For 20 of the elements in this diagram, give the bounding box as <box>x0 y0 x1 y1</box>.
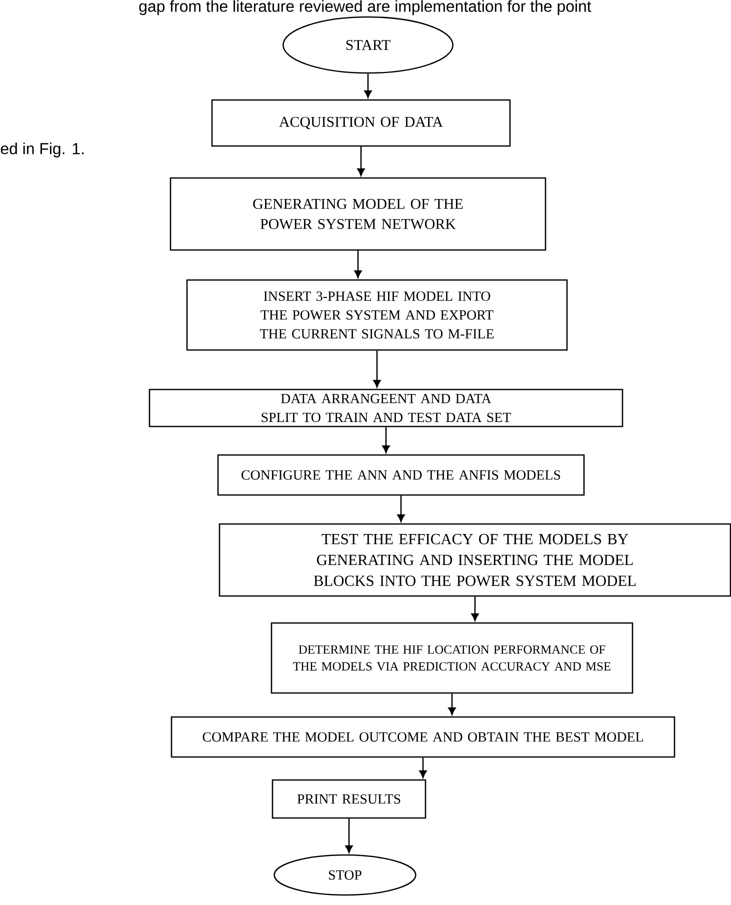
arrow <box>345 818 353 853</box>
process-box: ACQUISITION OF DATA <box>211 99 511 147</box>
arrow <box>448 694 456 715</box>
process-box: GENERATING MODEL OF THE POWER SYSTEM NETWORK <box>170 177 546 251</box>
arrow <box>471 596 479 621</box>
arrow <box>357 146 365 176</box>
process-box: DATA ARRANGEENT AND DATA SPLIT TO TRAIN AND TEST DATA SET <box>148 388 624 428</box>
page-text: ed in Fig. 1. <box>0 142 84 158</box>
arrow <box>373 350 381 388</box>
arrow <box>354 250 362 278</box>
process-box: TEST THE EFFICACY OF THE MODELS BY GENERATING AND INSERTING THE MODEL BLOCKS INTO THE POWER SYSTEM MODEL <box>218 523 731 597</box>
process-box: CONFIGURE THE ANN AND THE ANFIS MODELS <box>217 454 585 496</box>
process-box: DETERMINE THE HIF LOCATION PERFORMANCE OF THE MODELS VIA PREDICTION ACCURACY AND MSE <box>270 622 634 694</box>
process-box: COMPARE THE MODEL OUTCOME AND OBTAIN THE BEST MODEL <box>170 716 676 758</box>
process-box: PRINT RESULTS <box>272 779 426 819</box>
arrow <box>397 496 405 522</box>
arrow <box>382 427 390 453</box>
arrow <box>419 758 427 778</box>
arrow <box>364 74 372 98</box>
process-box: INSERT 3-PHASE HIF MODEL INTO THE POWER SYSTEM AND EXPORT THE CURRENT SIGNALS TO M-FILE <box>186 279 568 351</box>
